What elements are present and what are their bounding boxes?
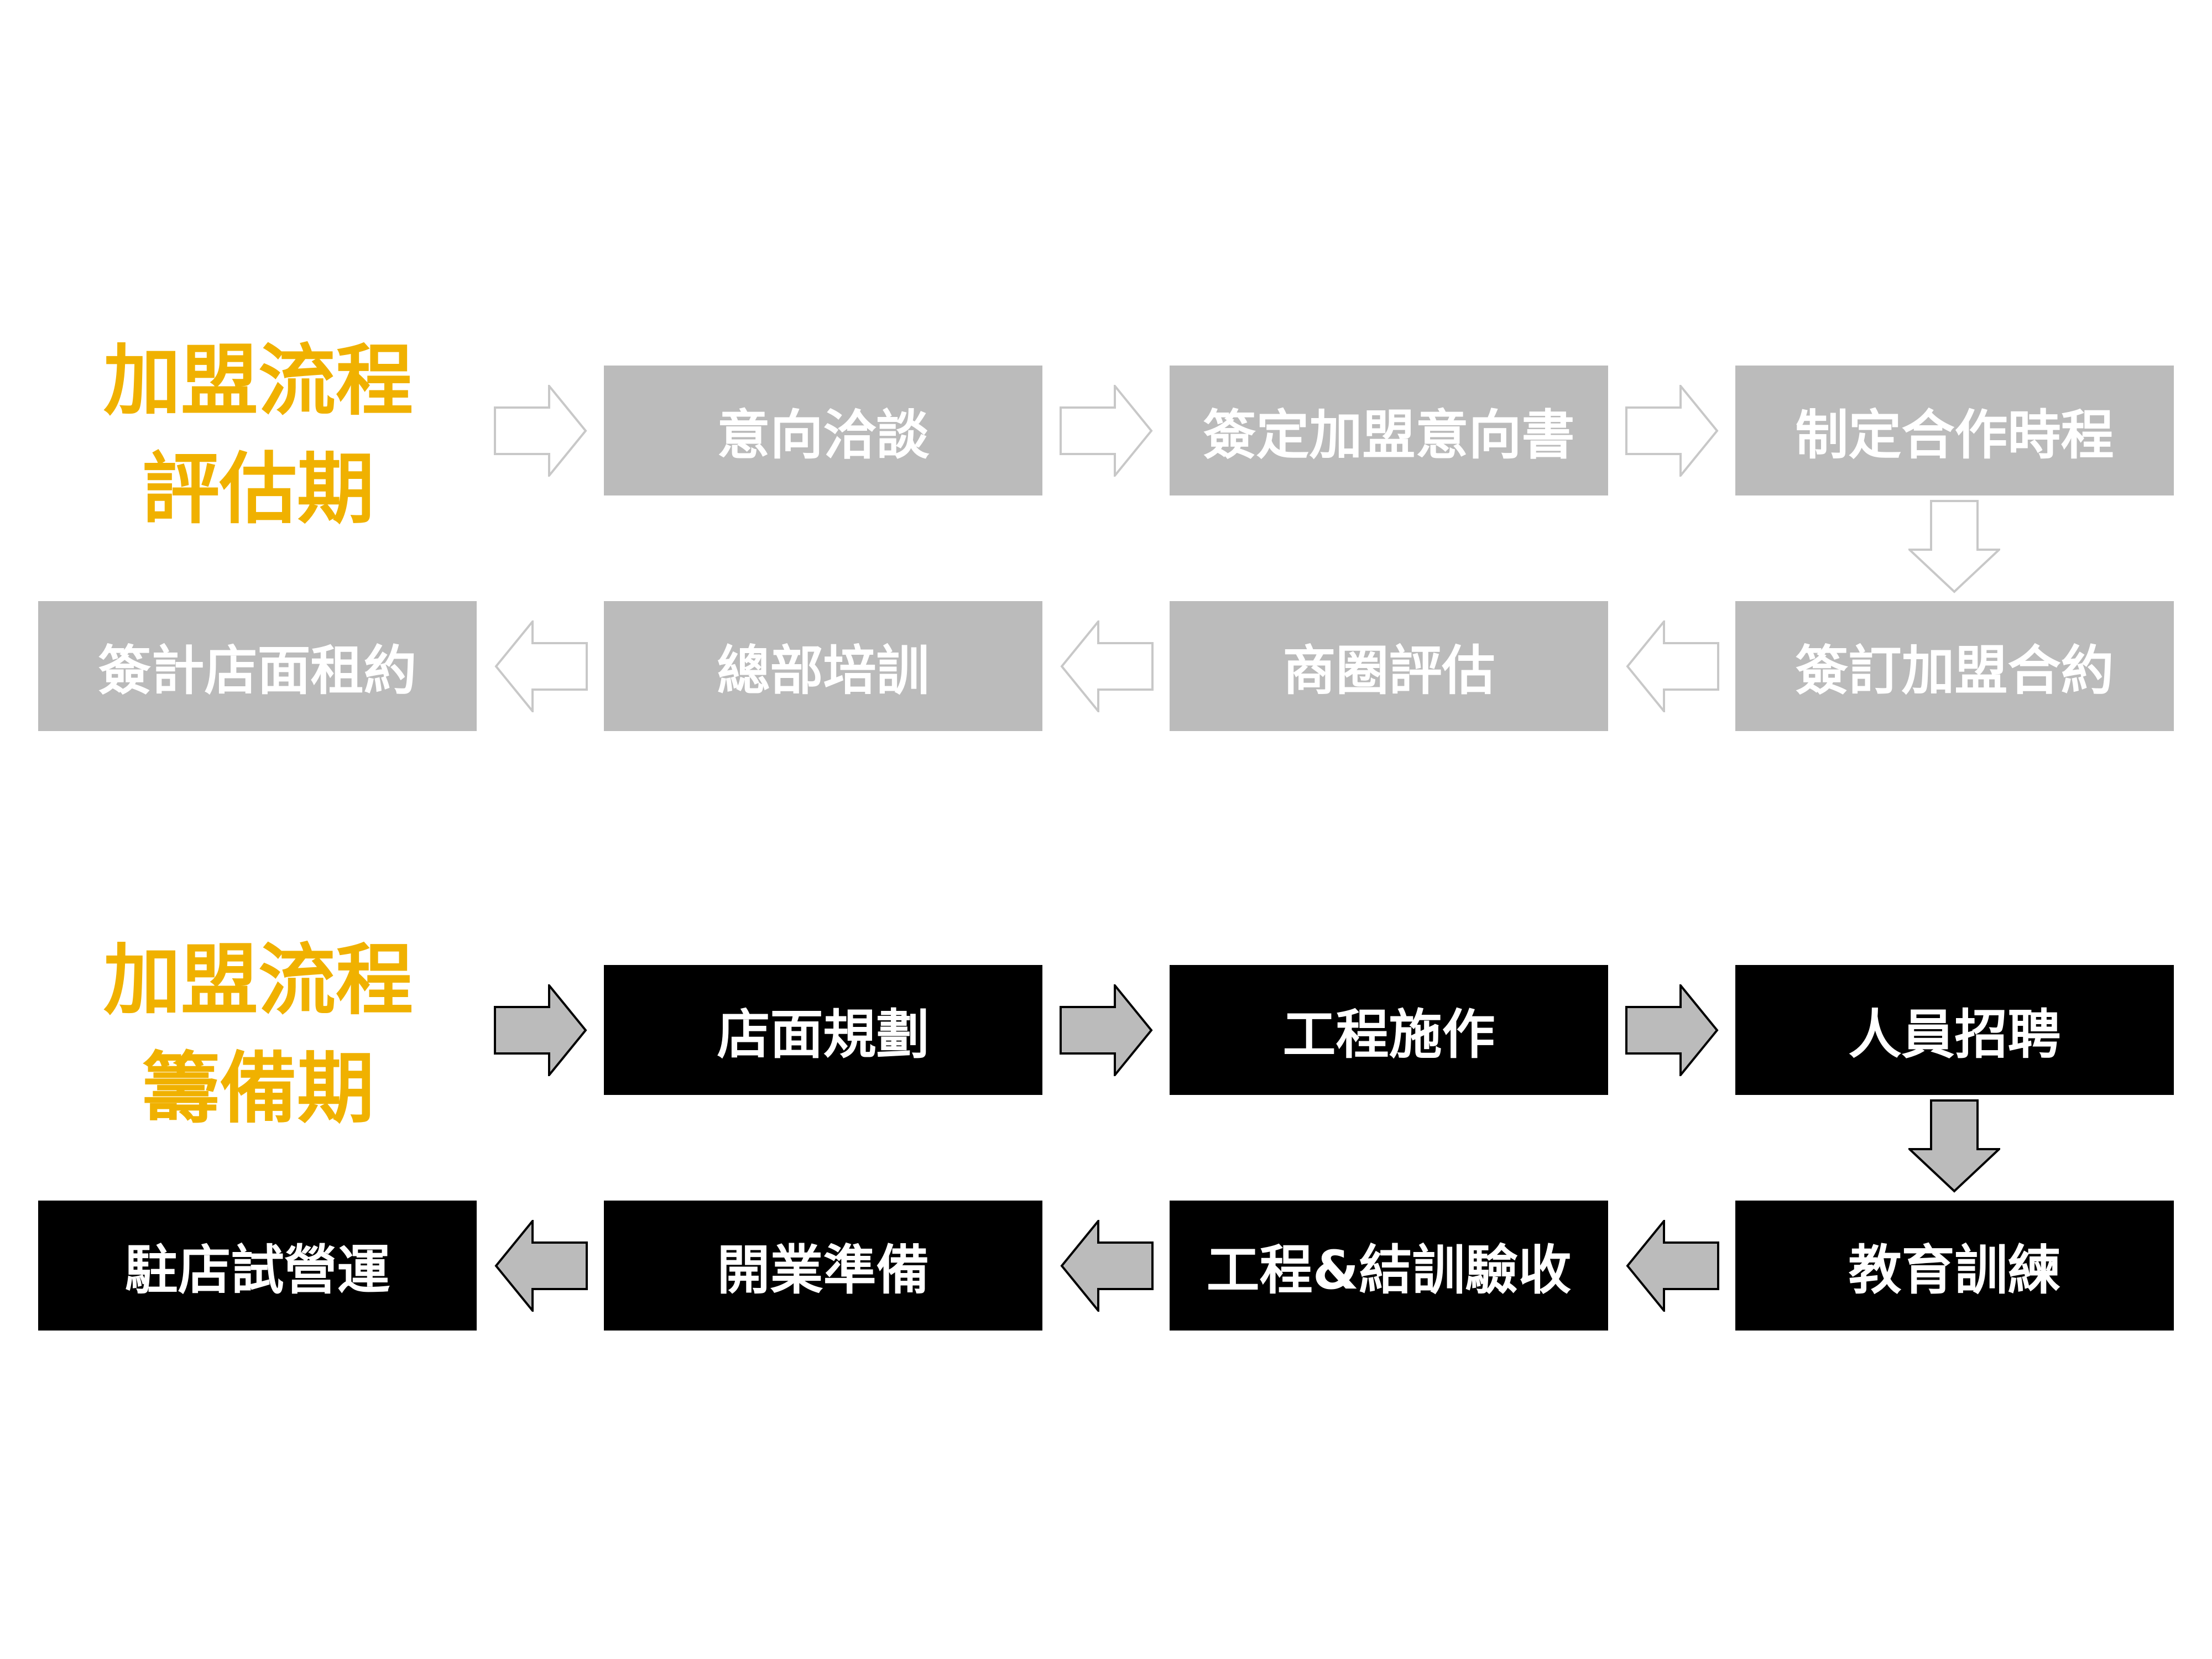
step-box: 駐店試營運 bbox=[38, 1201, 477, 1331]
step-box: 開業準備 bbox=[604, 1201, 1042, 1331]
arrow-right-icon bbox=[1060, 385, 1153, 477]
step-box: 意向洽談 bbox=[604, 366, 1042, 495]
step-box: 總部培訓 bbox=[604, 601, 1042, 731]
arrow-left-icon bbox=[1060, 1220, 1154, 1312]
phase2-title: 加盟流程 籌備期 bbox=[37, 927, 479, 1144]
phase2-title-line1: 加盟流程 bbox=[103, 936, 413, 1026]
arrow-down-icon bbox=[1908, 1099, 2000, 1193]
step-box: 簽訂加盟合約 bbox=[1735, 601, 2174, 731]
step-box: 簽定加盟意向書 bbox=[1170, 366, 1608, 495]
step-box: 商圈評估 bbox=[1170, 601, 1608, 731]
arrow-right-icon bbox=[494, 385, 587, 477]
step-box: 制定合作時程 bbox=[1735, 366, 2174, 495]
phase1-title: 加盟流程 評估期 bbox=[37, 327, 479, 544]
phase1-title-line1: 加盟流程 bbox=[103, 336, 413, 426]
step-box: 教育訓練 bbox=[1735, 1201, 2174, 1331]
phase1-title-line2: 評估期 bbox=[142, 445, 374, 535]
phase2-title-line2: 籌備期 bbox=[142, 1044, 374, 1134]
step-box: 簽計店面租約 bbox=[38, 601, 477, 731]
arrow-right-icon bbox=[1060, 984, 1153, 1076]
arrow-down-icon bbox=[1908, 500, 2000, 593]
arrow-right-icon bbox=[1625, 984, 1719, 1076]
step-box: 工程&結訓驗收 bbox=[1170, 1201, 1608, 1331]
arrow-left-icon bbox=[494, 620, 588, 712]
arrow-left-icon bbox=[1626, 1220, 1719, 1312]
step-box: 店面規劃 bbox=[604, 965, 1042, 1095]
arrow-left-icon bbox=[494, 1220, 588, 1312]
step-box: 工程施作 bbox=[1170, 965, 1608, 1095]
arrow-left-icon bbox=[1060, 620, 1154, 712]
arrow-left-icon bbox=[1626, 620, 1719, 712]
step-box: 人員招聘 bbox=[1735, 965, 2174, 1095]
arrow-right-icon bbox=[494, 984, 587, 1076]
arrow-right-icon bbox=[1625, 385, 1719, 477]
